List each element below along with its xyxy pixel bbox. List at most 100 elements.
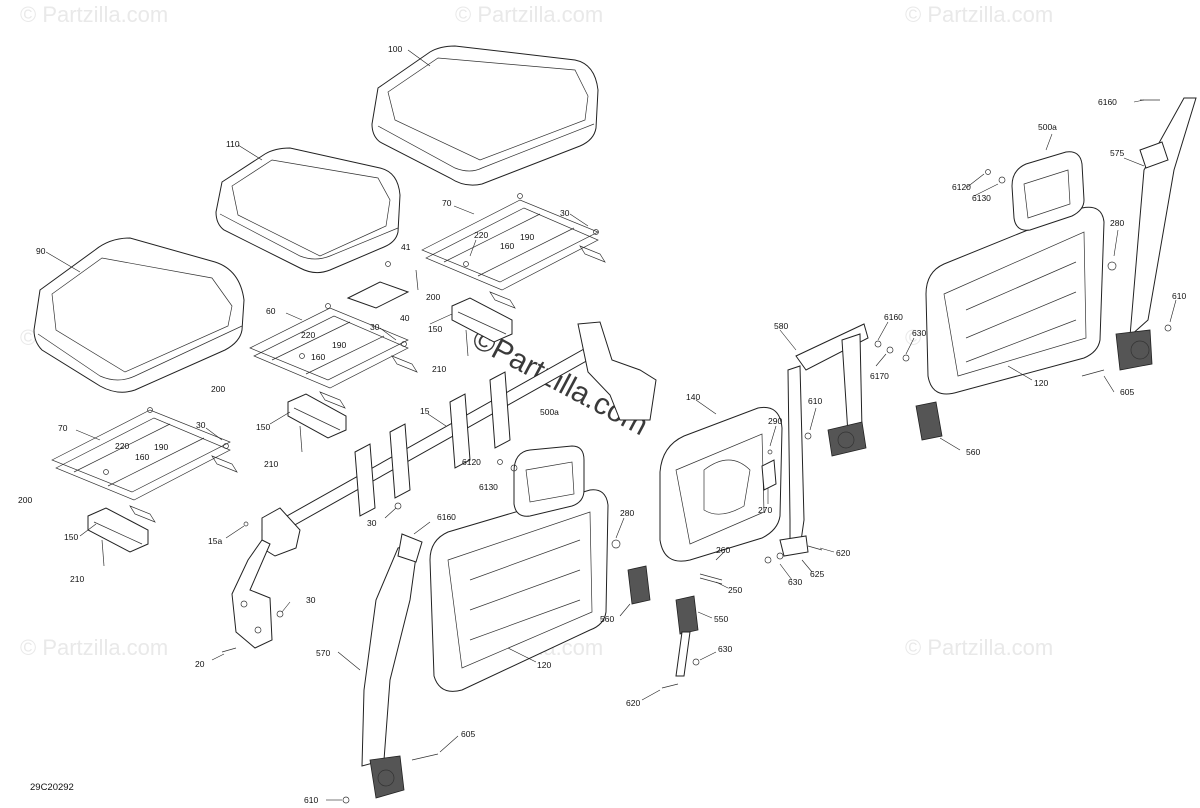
callout-500a[interactable]: 500a [540, 407, 559, 417]
callout-190[interactable]: 190 [332, 340, 346, 350]
callout-6170[interactable]: 6170 [870, 371, 889, 381]
seat-slide-150-middle[interactable] [287, 393, 347, 439]
callout-70[interactable]: 70 [442, 198, 452, 208]
seat-frame-60-middle[interactable] [249, 307, 418, 409]
callout-605[interactable]: 605 [461, 729, 475, 739]
callout-150[interactable]: 150 [256, 422, 270, 432]
callout-70[interactable]: 70 [58, 423, 68, 433]
callout-30[interactable]: 30 [560, 208, 570, 218]
callout-110[interactable]: 110 [226, 139, 240, 149]
callout-160[interactable]: 160 [135, 452, 149, 462]
seat-cushion-110[interactable] [215, 147, 401, 274]
middle-backrest-140[interactable] [659, 406, 783, 562]
callout-220[interactable]: 220 [301, 330, 315, 340]
callout-500a[interactable]: 500a [1038, 122, 1057, 132]
callout-290[interactable]: 290 [768, 416, 782, 426]
callout-30[interactable]: 30 [196, 420, 206, 430]
callout-200[interactable]: 200 [426, 292, 440, 302]
callout-270[interactable]: 270 [758, 505, 772, 515]
callout-190[interactable]: 190 [154, 442, 168, 452]
buckle-560-left[interactable] [627, 565, 651, 605]
buckle-560-right[interactable] [915, 401, 943, 441]
callout-60[interactable]: 60 [266, 306, 276, 316]
watermark: © Partzilla.com [455, 2, 603, 27]
callout-120[interactable]: 120 [1034, 378, 1048, 388]
callout-100[interactable]: 100 [388, 44, 402, 54]
callout-620[interactable]: 620 [836, 548, 850, 558]
callout-41[interactable]: 41 [401, 242, 411, 252]
callout-6160[interactable]: 6160 [884, 312, 903, 322]
callout-220[interactable]: 220 [115, 441, 129, 451]
callout-90[interactable]: 90 [36, 246, 46, 256]
callout-30[interactable]: 30 [370, 322, 380, 332]
callout-250[interactable]: 250 [728, 585, 742, 595]
callout-15[interactable]: 15 [420, 406, 430, 416]
leader-lines [45, 49, 1177, 801]
callout-620[interactable]: 620 [626, 698, 640, 708]
callout-15a[interactable]: 15a [208, 536, 222, 546]
callout-190[interactable]: 190 [520, 232, 534, 242]
callout-200[interactable]: 200 [18, 495, 32, 505]
callout-560[interactable]: 560 [966, 447, 980, 457]
callout-40[interactable]: 40 [400, 313, 410, 323]
callout-30[interactable]: 30 [306, 595, 316, 605]
headrest-500a-right[interactable] [1011, 151, 1085, 231]
callout-30[interactable]: 30 [367, 518, 377, 528]
seat-base-tube-15[interactable] [261, 321, 657, 557]
seatbelt-580[interactable] [779, 323, 869, 557]
callout-160[interactable]: 160 [311, 352, 325, 362]
backrest-120-left[interactable] [429, 489, 609, 692]
seat-base-bracket-15a[interactable] [231, 539, 273, 649]
callout-20[interactable]: 20 [195, 659, 205, 669]
headrest-500a-left[interactable] [513, 445, 585, 517]
bracket-270[interactable] [761, 459, 777, 491]
seat-slide-150-right[interactable] [451, 297, 513, 343]
callout-150[interactable]: 150 [64, 532, 78, 542]
callout-550[interactable]: 550 [714, 614, 728, 624]
callout-610[interactable]: 610 [304, 795, 318, 805]
watermark: © Partzilla.com [20, 635, 168, 660]
callout-605[interactable]: 605 [1120, 387, 1134, 397]
buckle-550[interactable] [675, 595, 699, 677]
callout-120[interactable]: 120 [537, 660, 551, 670]
callout-280[interactable]: 280 [620, 508, 634, 518]
callout-625[interactable]: 625 [810, 569, 824, 579]
seat-frame-70-left[interactable] [51, 409, 238, 523]
plate-40[interactable] [346, 281, 410, 309]
callout-210[interactable]: 210 [70, 574, 84, 584]
callout-575[interactable]: 575 [1110, 148, 1124, 158]
seat-cushion-100[interactable] [371, 45, 599, 186]
callout-6160[interactable]: 6160 [437, 512, 456, 522]
seat-slide-150-left[interactable] [87, 507, 149, 553]
callout-610[interactable]: 610 [1172, 291, 1186, 301]
seat-cushion-90[interactable] [33, 237, 245, 393]
seatbelt-575[interactable] [1115, 97, 1197, 371]
callout-210[interactable]: 210 [264, 459, 278, 469]
seat-frame-70-right[interactable] [421, 199, 606, 309]
callout-630[interactable]: 630 [788, 577, 802, 587]
callout-160[interactable]: 160 [500, 241, 514, 251]
callout-610[interactable]: 610 [808, 396, 822, 406]
callout-630[interactable]: 630 [912, 328, 926, 338]
callout-210[interactable]: 210 [432, 364, 446, 374]
watermark: © Partzilla.com [905, 635, 1053, 660]
callout-6130[interactable]: 6130 [479, 482, 498, 492]
callout-140[interactable]: 140 [686, 392, 700, 402]
callout-570[interactable]: 570 [316, 648, 330, 658]
callout-560[interactable]: 560 [600, 614, 614, 624]
callout-6130[interactable]: 6130 [972, 193, 991, 203]
pin-250[interactable] [699, 573, 723, 585]
callout-630[interactable]: 630 [718, 644, 732, 654]
callout-220[interactable]: 220 [474, 230, 488, 240]
callout-280[interactable]: 280 [1110, 218, 1124, 228]
callout-150[interactable]: 150 [428, 324, 442, 334]
backrest-120-right[interactable] [925, 206, 1105, 395]
callout-6120[interactable]: 6120 [462, 457, 481, 467]
callout-6120[interactable]: 6120 [952, 182, 971, 192]
callout-260[interactable]: 260 [716, 545, 730, 555]
seatbelt-570[interactable] [361, 533, 423, 799]
callout-6160[interactable]: 6160 [1098, 97, 1117, 107]
callout-200[interactable]: 200 [211, 384, 225, 394]
callout-580[interactable]: 580 [774, 321, 788, 331]
